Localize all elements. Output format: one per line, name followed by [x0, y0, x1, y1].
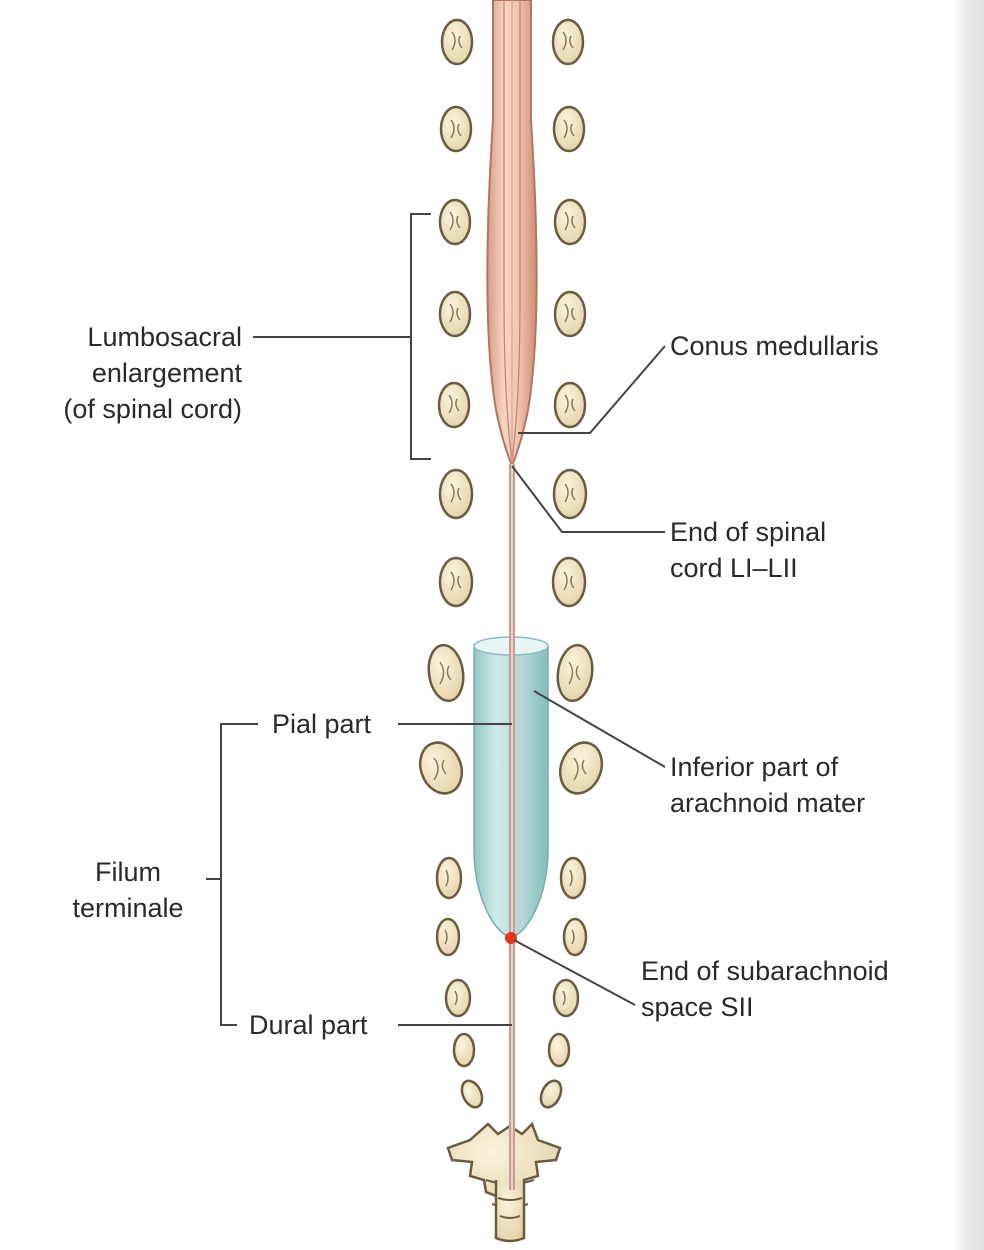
vertebra-left-9: [418, 741, 464, 795]
vertebra-right-11: [562, 917, 588, 957]
vertebra-right-13: [547, 1032, 571, 1068]
label-filum-line2: terminale: [72, 893, 184, 923]
label-filum-line1: Filum: [95, 857, 161, 887]
coccyx: [446, 1121, 562, 1243]
vertebra-right-8: [556, 643, 594, 703]
page-edge-shadow: [954, 0, 984, 1250]
label-filum-terminale: Filum terminale: [54, 854, 202, 926]
subarachnoid-end-marker: [505, 932, 517, 944]
label-end-of-spinal-cord: End of spinal cord LI–LII: [670, 514, 826, 586]
spinal-cord: [486, 0, 538, 469]
vertebra-right-12: [552, 978, 580, 1018]
vertebra-left-7: [438, 556, 474, 608]
vertebra-right-3: [553, 198, 587, 246]
label-lumbosacral-line3: (of spinal cord): [63, 394, 242, 424]
leader-subarachnoid: [513, 939, 636, 1006]
label-inferior-arachnoid-mater: Inferior part of arachnoid mater: [670, 749, 865, 821]
vertebra-left-1: [440, 18, 474, 66]
label-lumbosacral-line2: enlargement: [91, 358, 242, 388]
label-arachnoid-line2: arachnoid mater: [670, 788, 866, 818]
vertebra-left-4: [438, 290, 472, 338]
label-dural-part: Dural part: [249, 1010, 368, 1040]
vertebra-left-11: [435, 917, 461, 957]
vertebra-left-5: [437, 381, 471, 429]
vertebra-left-2: [439, 105, 473, 153]
vertebra-right-4: [553, 290, 587, 338]
leader-conus: [518, 345, 666, 434]
vertebra-right-7: [551, 556, 587, 608]
vertebra-left-13: [452, 1032, 476, 1068]
vertebra-right-10: [559, 856, 587, 900]
label-arachnoid-line1: Inferior part of: [670, 752, 839, 782]
label-end-cord-line2: cord LI–LII: [670, 553, 798, 583]
label-subarachnoid-line2: space SII: [641, 992, 754, 1022]
vertebra-right-2: [552, 105, 586, 153]
label-lumbosacral-enlargement: Lumbosacral enlargement (of spinal cord): [20, 319, 242, 427]
vertebra-right-5: [553, 381, 587, 429]
label-subarachnoid-line1: End of subarachnoid: [641, 956, 889, 986]
vertebra-left-12: [444, 978, 472, 1018]
leader-arachnoid: [533, 690, 666, 768]
label-conus-medullaris: Conus medullaris: [670, 331, 879, 361]
vertebra-left-14: [460, 1079, 484, 1109]
vertebra-right-14: [539, 1079, 563, 1109]
vertebra-left-3: [438, 198, 472, 246]
vertebra-right-6: [552, 468, 588, 520]
filum-bracket: [220, 723, 258, 1026]
label-lumbosacral-line1: Lumbosacral: [87, 322, 242, 352]
vertebra-right-9: [558, 741, 604, 795]
label-end-of-subarachnoid-space: End of subarachnoid space SII: [641, 953, 889, 1025]
vertebra-left-10: [435, 856, 463, 900]
vertebra-right-1: [551, 18, 585, 66]
vertebra-left-6: [438, 468, 474, 520]
lumbosacral-bracket: [410, 213, 431, 460]
label-end-cord-line1: End of spinal: [670, 517, 827, 547]
label-pial-part: Pial part: [272, 709, 372, 739]
leader-end-cord: [511, 465, 665, 533]
vertebra-left-8: [427, 643, 465, 703]
